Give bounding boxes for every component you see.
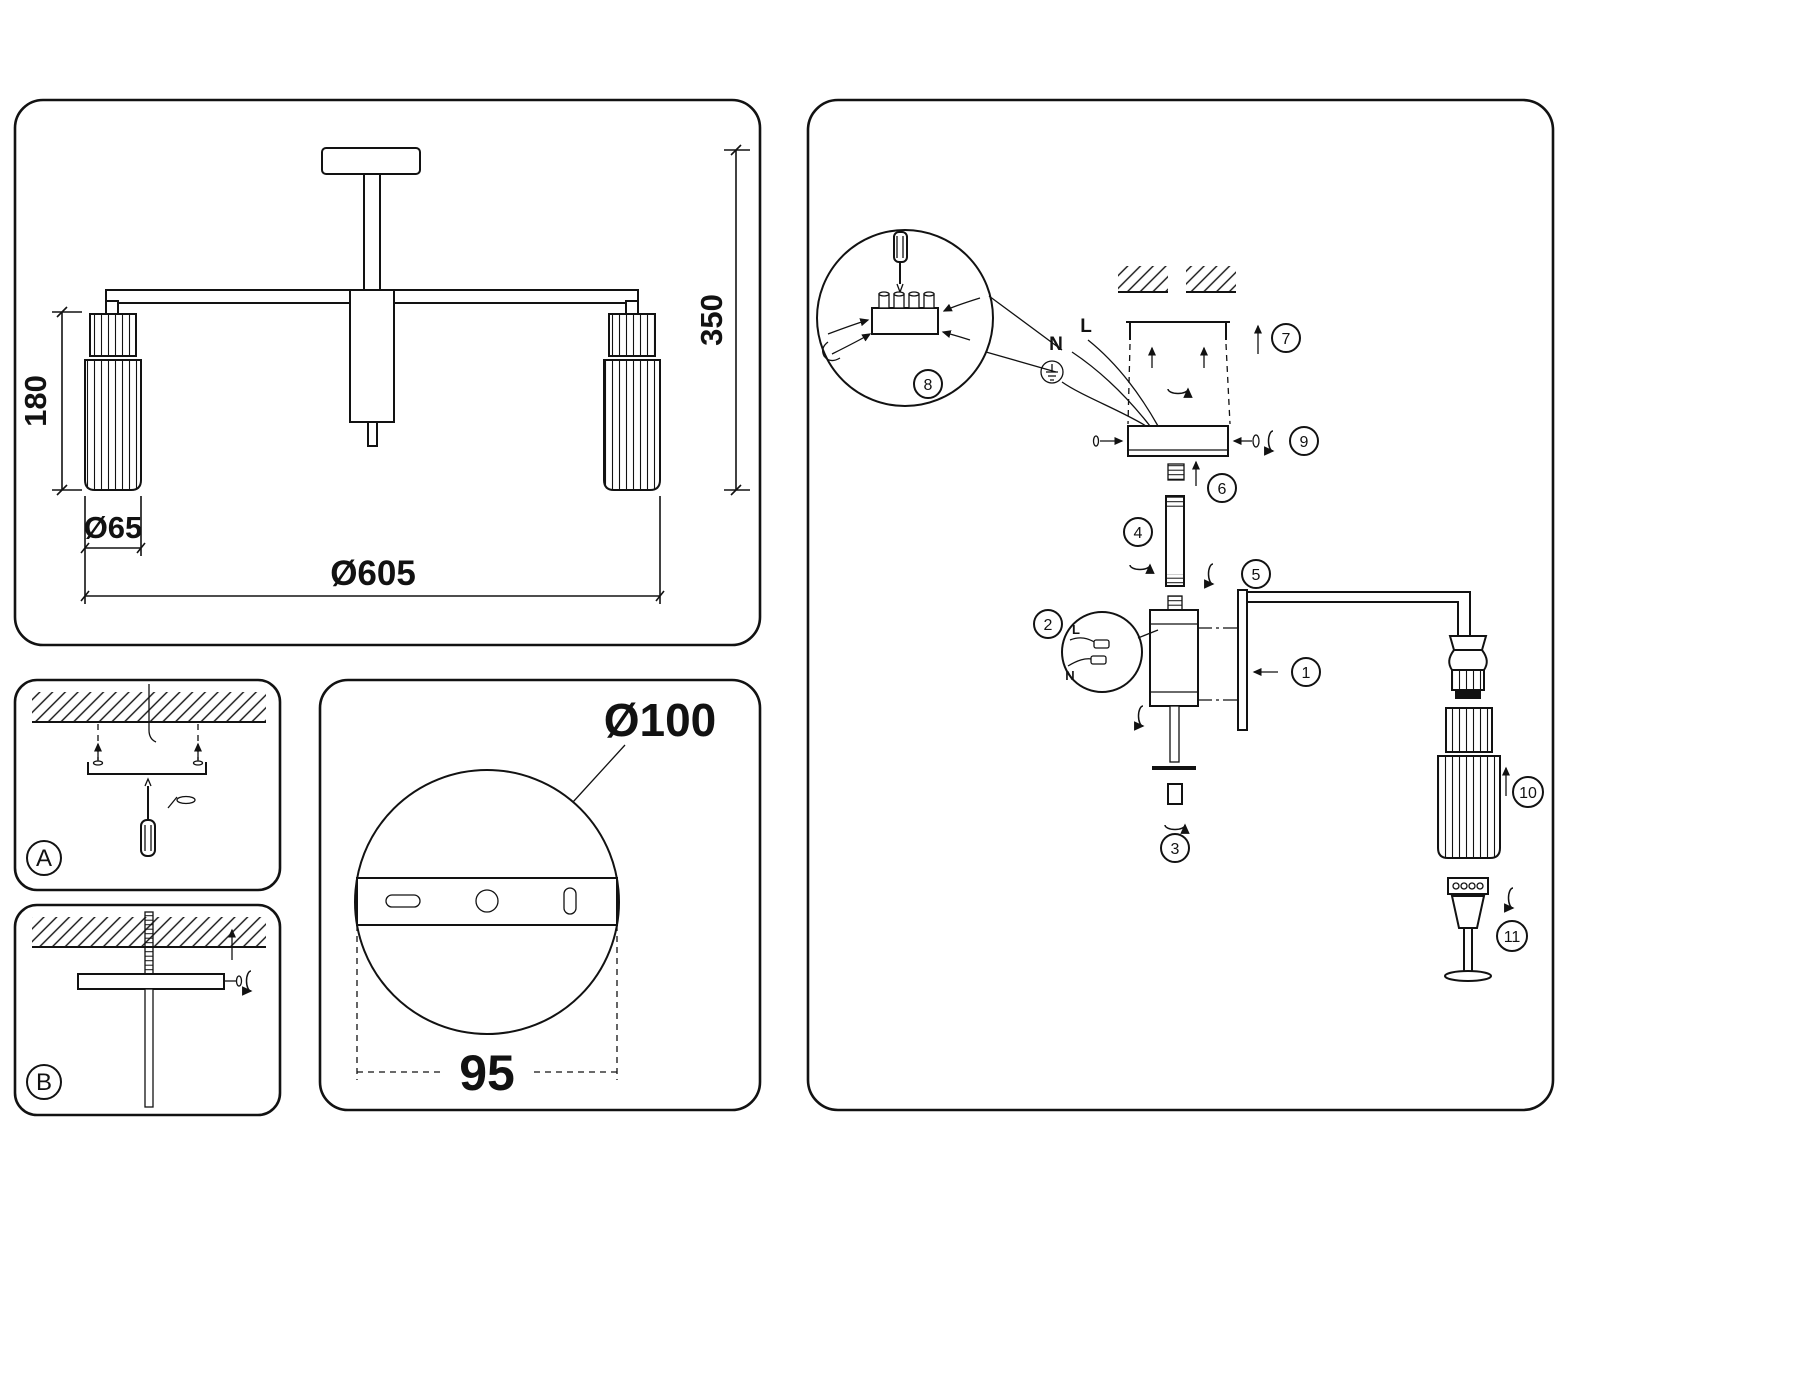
- center-finial: [367, 421, 378, 447]
- bottom-cap: [1165, 783, 1185, 830]
- dim-shade-height: 180: [18, 306, 82, 496]
- ceiling-hatch: [1118, 266, 1236, 293]
- connecting-rod: [1165, 495, 1185, 587]
- fixture-height-label: 350: [694, 294, 729, 346]
- inset-b-label: B: [26, 1064, 62, 1100]
- overview-panel: 180 Ø65 Ø605 350: [13, 98, 762, 647]
- inset-a-letter: A: [36, 845, 52, 872]
- dim-fixture-diameter: Ø605: [80, 496, 665, 604]
- step-10: 10: [1501, 766, 1544, 808]
- step-1: 1: [1252, 657, 1321, 687]
- terminal-detail: 8: [816, 229, 994, 407]
- mounting-bracket-a: [87, 762, 207, 775]
- dim-shade-diameter: Ø65: [80, 496, 146, 556]
- canopy-detail-panel: Ø100 95: [318, 678, 762, 1112]
- wire-label-l: L: [1080, 316, 1092, 337]
- left-arm-drop: [105, 300, 119, 315]
- step-number: 3: [1171, 841, 1180, 858]
- step-number: 9: [1300, 434, 1309, 451]
- inset-a-frame: [13, 678, 282, 892]
- step-number: 2: [1044, 617, 1053, 634]
- center-hub: [1149, 595, 1199, 770]
- diameter-leader-line: [572, 744, 626, 803]
- detail-leader-bottom: [985, 351, 1057, 373]
- slot-left: [385, 894, 421, 908]
- inset-b-panel: B: [13, 903, 282, 1117]
- step-number: 1: [1302, 665, 1311, 682]
- dim-fixture-height: 350: [694, 144, 750, 496]
- inset-b-letter: B: [36, 1069, 52, 1096]
- anchor-screw-right: [192, 742, 204, 766]
- step-number: 11: [1504, 929, 1521, 946]
- threaded-rod-b: [144, 911, 154, 975]
- chandelier-front-view: [84, 147, 661, 491]
- step-8: 8: [913, 369, 943, 399]
- mounting-plate: [356, 877, 618, 926]
- right-arm-drop: [625, 300, 639, 315]
- step-number: 4: [1134, 525, 1143, 542]
- led-unit: [1444, 877, 1492, 982]
- side-screw-right: [1232, 431, 1273, 451]
- supply-wires: N L: [1040, 316, 1159, 427]
- step-7: 7: [1253, 323, 1301, 354]
- stem-b: [144, 988, 154, 1108]
- set-screw-b: [224, 971, 251, 991]
- hole-spacing-label: 95: [459, 1045, 515, 1101]
- ceiling-cup: [1127, 425, 1229, 457]
- right-shade: [603, 313, 661, 491]
- shade-height-label: 180: [18, 375, 53, 427]
- side-screw-left: [1092, 435, 1124, 447]
- hub-wire-label-n: N: [1065, 668, 1074, 683]
- anchor-screw-left: [92, 742, 104, 766]
- step-5: 5: [1209, 559, 1271, 589]
- ground-symbol: [1040, 360, 1064, 384]
- lamp-socket: [1448, 635, 1488, 699]
- step-number: 7: [1282, 331, 1291, 348]
- nipple: [1167, 460, 1201, 486]
- step-6: 6: [1207, 473, 1237, 503]
- wire-label-n: N: [1049, 334, 1063, 355]
- step-11: 11: [1496, 888, 1528, 952]
- canopy-diameter-label: Ø100: [604, 694, 717, 746]
- step-4: 4: [1123, 517, 1153, 570]
- screwdriver-icon: [893, 231, 908, 294]
- fixture-diameter-label: Ø605: [330, 554, 416, 593]
- inset-a-label: A: [26, 840, 62, 876]
- down-rod: [363, 173, 381, 293]
- terminal-block: [871, 291, 939, 335]
- center-hole: [475, 889, 499, 913]
- shade-diameter-label: Ø65: [84, 510, 143, 545]
- canopy-b: [77, 973, 225, 990]
- hub-wire-label-l: L: [1072, 622, 1080, 637]
- step-number: 10: [1519, 785, 1537, 802]
- screwdriver-icon-a: [140, 777, 156, 857]
- left-shade: [84, 313, 142, 491]
- inset-a-panel: A: [13, 678, 282, 892]
- hub-wiring-detail: L N: [1061, 611, 1159, 693]
- step-number: 8: [924, 377, 933, 394]
- ceiling-canopy: [321, 147, 421, 175]
- shade-exploded: [1437, 707, 1501, 859]
- center-body: [349, 289, 395, 423]
- assembly-panel: 7 9 N L: [806, 98, 1555, 1112]
- slot-right: [563, 887, 577, 915]
- screw-and-washer-a: [167, 795, 196, 809]
- step-2: 2: [1033, 609, 1063, 639]
- supply-wire-a: [148, 684, 157, 743]
- step-number: 6: [1218, 481, 1227, 498]
- mounting-bracket: [1126, 321, 1231, 425]
- step-3: 3: [1160, 833, 1190, 863]
- detail-leader-top: [988, 295, 1063, 351]
- terminal-wires: [822, 297, 981, 362]
- step-9: 9: [1289, 426, 1319, 456]
- step-number: 5: [1252, 567, 1261, 584]
